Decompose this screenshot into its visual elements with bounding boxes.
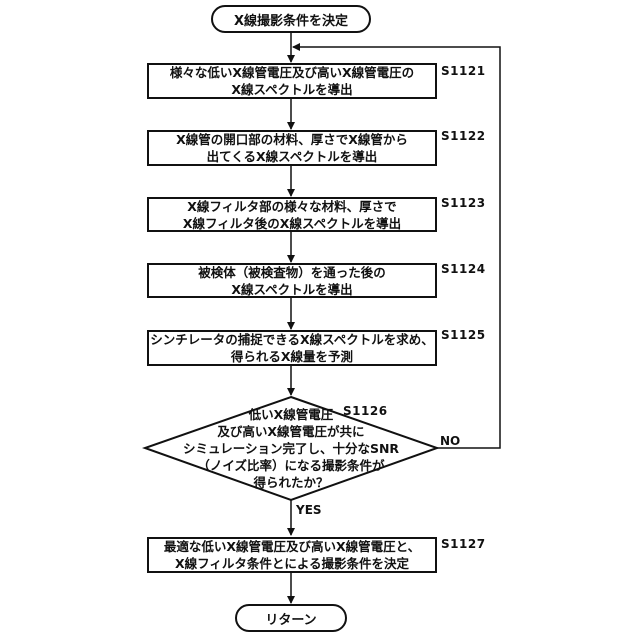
step-text: X線フィルタ部の様々な材料、厚さで [183, 198, 401, 215]
loop-back-arrow [293, 47, 500, 448]
decision-line: シミュレーション完了し、十分なSNR [165, 440, 417, 457]
step-text: X線スペクトルを導出 [198, 281, 386, 298]
step-text: X線管の開口部の材料、厚さでX線管から [176, 131, 408, 148]
step-id: S1121 [441, 64, 486, 78]
step-text: X線フィルタ後のX線スペクトルを導出 [183, 215, 401, 232]
step-box-s1123: X線フィルタ部の様々な材料、厚さでX線フィルタ後のX線スペクトルを導出 [147, 197, 437, 232]
step-text: X線フィルタ条件とによる撮影条件を決定 [164, 555, 420, 572]
decision-text: 低いX線管電圧 及び高いX線管電圧が共に シミュレーション完了し、十分なSNR … [165, 406, 417, 491]
step-text: 得られるX線量を予測 [150, 348, 434, 365]
end-terminal: リターン [235, 604, 347, 632]
start-label: X線撮影条件を決定 [234, 10, 348, 29]
step-box-s1125: シンチレータの捕捉できるX線スペクトルを求め、得られるX線量を予測 [147, 330, 437, 366]
step-id: S1124 [441, 262, 486, 276]
no-label: NO [440, 434, 460, 448]
end-label: リターン [265, 609, 316, 628]
step-box-s1127: 最適な低いX線管電圧及び高いX線管電圧と、X線フィルタ条件とによる撮影条件を決定 [147, 537, 437, 573]
decision-line: （ノイズ比率）になる撮影条件が [165, 457, 417, 474]
decision-line: 及び高いX線管電圧が共に [165, 423, 417, 440]
start-terminal: X線撮影条件を決定 [211, 5, 371, 33]
step-box-s1124: 被検体（被検査物）を通った後のX線スペクトルを導出 [147, 263, 437, 298]
step-id: S1122 [441, 129, 486, 143]
step-text: X線スペクトルを導出 [170, 81, 414, 98]
step-text: 様々な低いX線管電圧及び高いX線管電圧の [170, 64, 414, 81]
yes-label: YES [296, 503, 322, 517]
step-text: 最適な低いX線管電圧及び高いX線管電圧と、 [164, 538, 420, 555]
decision-step-id: S1126 [343, 404, 388, 418]
step-box-s1122: X線管の開口部の材料、厚さでX線管から出てくるX線スペクトルを導出 [147, 130, 437, 166]
step-box-s1121: 様々な低いX線管電圧及び高いX線管電圧のX線スペクトルを導出 [147, 63, 437, 99]
step-id: S1127 [441, 537, 486, 551]
step-text: 被検体（被検査物）を通った後の [198, 264, 386, 281]
step-text: シンチレータの捕捉できるX線スペクトルを求め、 [150, 331, 434, 348]
step-id: S1123 [441, 196, 486, 210]
step-id: S1125 [441, 328, 486, 342]
step-text: 出てくるX線スペクトルを導出 [176, 148, 408, 165]
decision-line: 得られたか？ [165, 474, 417, 491]
